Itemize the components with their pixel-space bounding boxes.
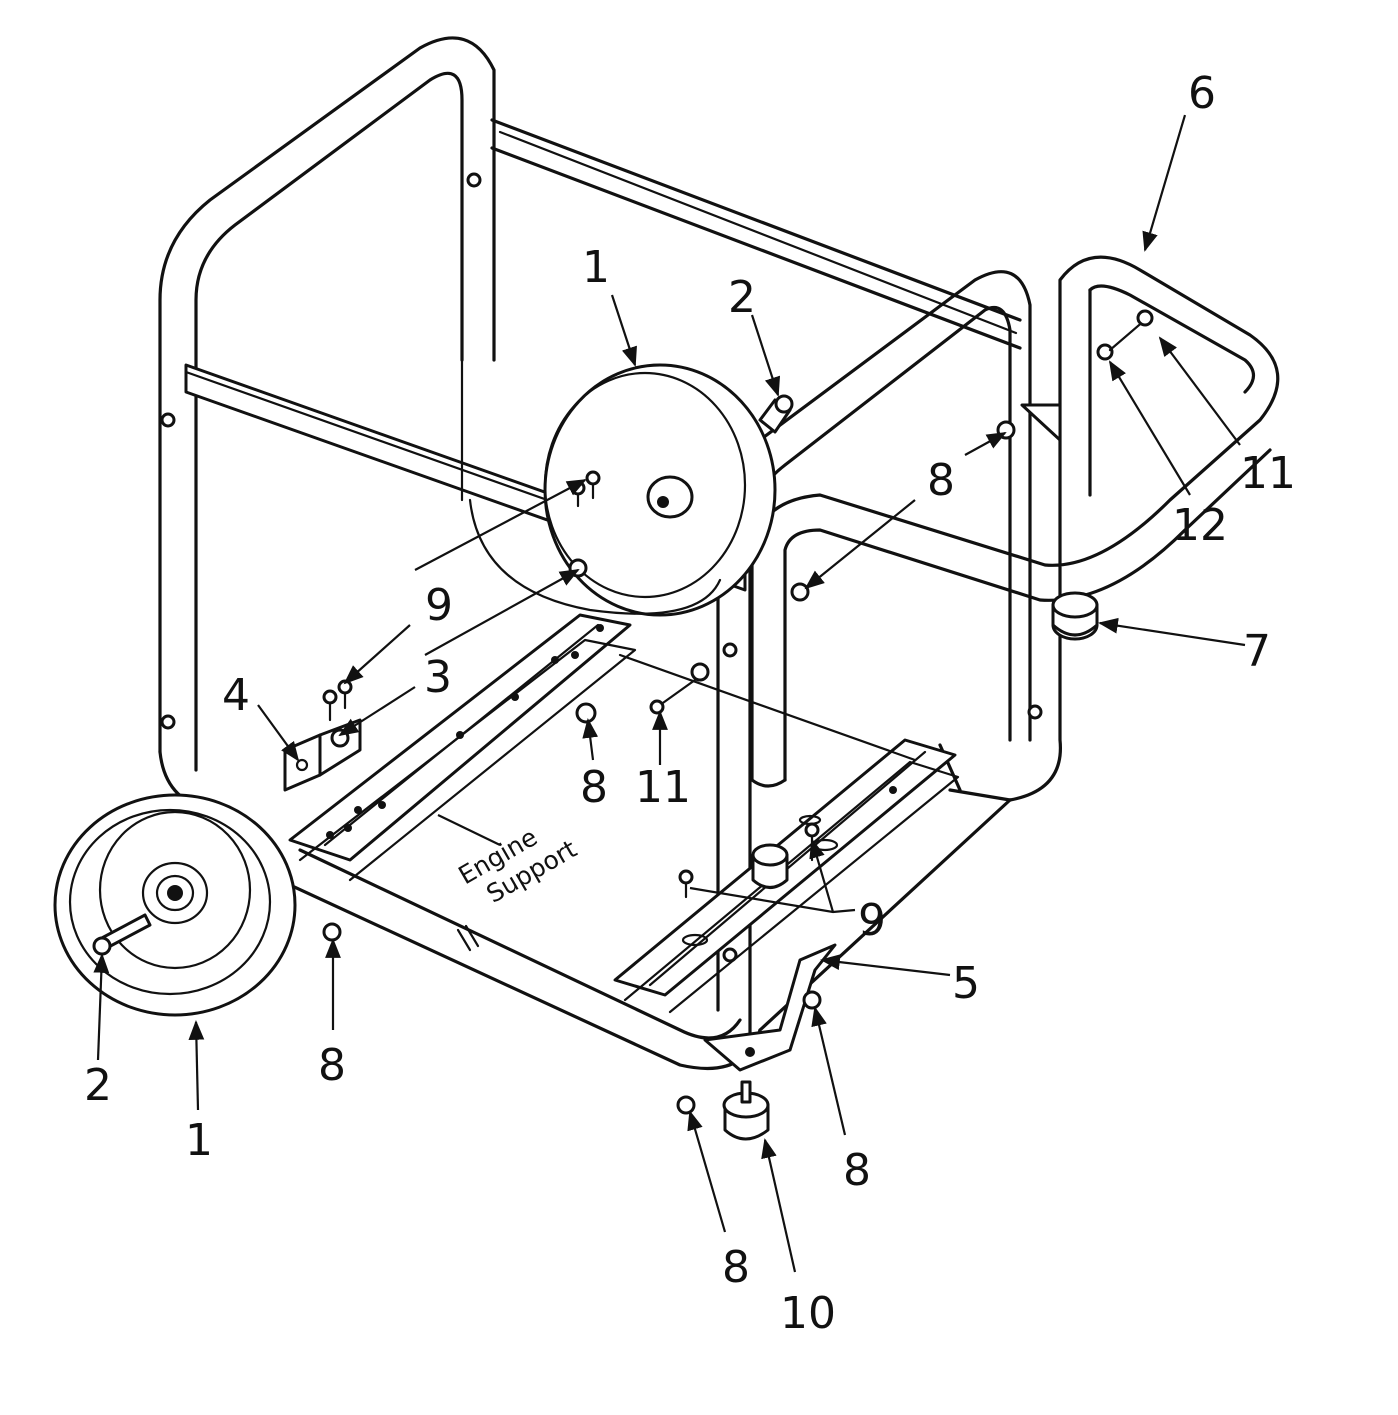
rear-top-rail — [490, 118, 1022, 350]
callout-7: 7 — [1243, 626, 1271, 677]
engine-support-leader — [437, 814, 501, 846]
callout-8-bracket: 8 — [843, 1145, 871, 1196]
callout-11-handle: 11 — [1240, 448, 1296, 499]
callout-1-rear-wheel: 1 — [582, 242, 610, 293]
callout-2-rear-pin: 2 — [728, 272, 756, 323]
callout-3: 3 — [424, 652, 452, 703]
callout-5: 5 — [952, 958, 980, 1009]
bracket-small — [1020, 403, 1062, 442]
wheel-rear — [468, 363, 777, 617]
front-frame-handle — [716, 255, 1280, 1042]
engine-support-label: Engine Support — [454, 822, 582, 908]
callout-1-front-wheel: 1 — [185, 1115, 213, 1166]
callout-2-front-pin: 2 — [84, 1060, 112, 1111]
nuts — [160, 172, 1114, 1115]
axle-pin-rear — [758, 394, 794, 434]
callout-12-handle: 12 — [1172, 500, 1228, 551]
rubber-foot-10 — [722, 1080, 770, 1141]
callout-10: 10 — [780, 1288, 836, 1339]
wheel-front — [53, 793, 297, 1017]
callout-6-handle: 6 — [1188, 68, 1216, 119]
callout-8-center: 8 — [580, 762, 608, 813]
callout-8-front: 8 — [318, 1040, 346, 1091]
callout-labels: 1 2 6 8 11 12 9 3 7 4 8 11 9 5 2 1 8 8 8… — [84, 68, 1296, 1339]
callout-9-lower: 9 — [858, 895, 886, 946]
engine-support-cross — [618, 653, 917, 762]
callout-4: 4 — [222, 670, 250, 721]
leader-lines — [93, 114, 1246, 1273]
callout-11-center: 11 — [635, 762, 691, 813]
rubber-foot — [751, 843, 789, 889]
callout-9-upper: 9 — [425, 580, 453, 631]
rubber-foot-7 — [1051, 591, 1099, 641]
callout-8-upper: 8 — [927, 455, 955, 506]
callout-8-bottom: 8 — [722, 1242, 750, 1293]
